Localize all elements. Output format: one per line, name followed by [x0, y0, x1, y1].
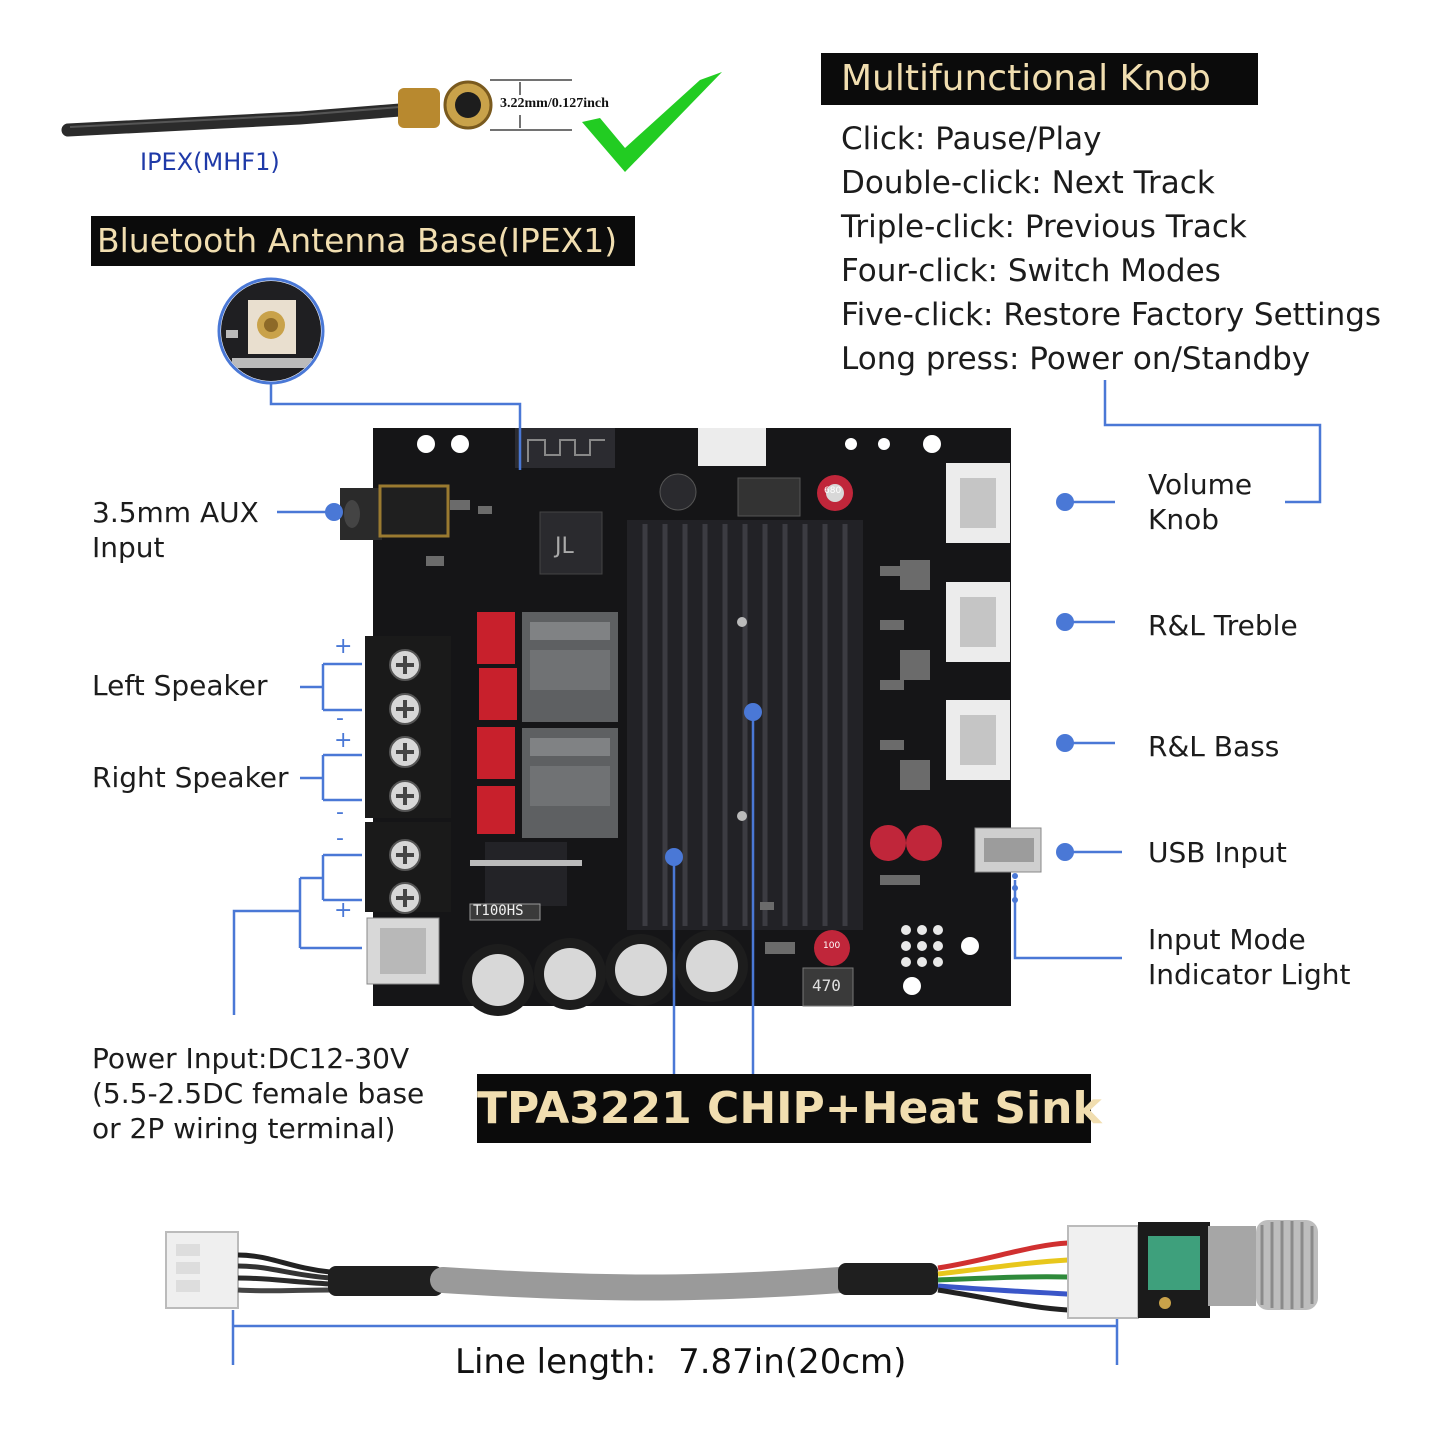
terminal-sign-minus: - — [336, 706, 344, 731]
terminal-sign-plus: + — [334, 898, 353, 923]
treble-label: R&L Treble — [1148, 609, 1298, 642]
knob-feature-list: Click: Pause/Play Double-click: Next Tra… — [841, 117, 1381, 381]
knob-feature-item: Double-click: Next Track — [841, 165, 1215, 201]
terminal-sign-plus: + — [334, 634, 353, 659]
power-input-label: Power Input:DC12-30V (5.5-2.5DC female b… — [92, 1042, 425, 1145]
knob-feature-item: Four-click: Switch Modes — [841, 253, 1221, 289]
cap-marking-top: 680 — [824, 486, 842, 496]
cable-length-label: Line length: 7.87in(20cm) — [455, 1342, 907, 1382]
terminal-sign-minus: - — [336, 826, 344, 851]
left-speaker-label: Left Speaker — [92, 669, 268, 702]
volume-knob-label: Volume Knob — [1148, 468, 1253, 536]
knob-feature-item: Five-click: Restore Factory Settings — [841, 297, 1382, 333]
bass-label: R&L Bass — [1148, 730, 1280, 763]
knob-title: Multifunctional Knob — [821, 53, 1258, 105]
knob-feature-item: Click: Pause/Play — [841, 121, 1102, 157]
knob-feature-item: Triple-click: Previous Track — [841, 209, 1247, 245]
inductor-marking: 470 — [812, 976, 841, 995]
antenna-dimension: 3.22mm/0.127inch — [500, 96, 609, 111]
diode-marking: T100HS — [473, 903, 524, 919]
right-speaker-label: Right Speaker — [92, 761, 289, 794]
aux-input-label: 3.5mm AUX Input — [92, 496, 259, 564]
terminal-sign-plus: + — [334, 728, 353, 753]
terminal-sign-minus: - — [336, 800, 344, 825]
knob-feature-item: Long press: Power on/Standby — [841, 341, 1311, 377]
indicator-light-label: Input Mode Indicator Light — [1148, 923, 1351, 991]
cap-marking-bottom: 100 — [823, 941, 841, 951]
usb-input-label: USB Input — [1148, 836, 1287, 869]
antenna-base-title: Bluetooth Antenna Base(IPEX1) — [91, 216, 635, 266]
ipex-label: IPEX(MHF1) — [140, 148, 280, 176]
svg-text:JL: JL — [553, 534, 574, 559]
chip-heatsink-title: TPA3221 CHIP+Heat Sink — [477, 1074, 1102, 1143]
